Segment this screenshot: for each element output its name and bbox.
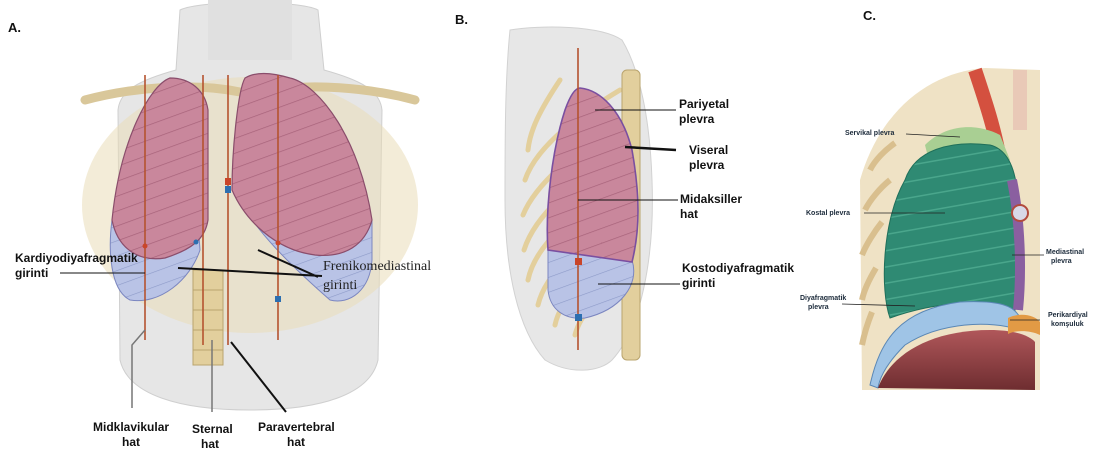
label-pariyetal-2: plevra (679, 112, 715, 126)
label-kosto-1: Kostodiyafragmatik (682, 261, 794, 275)
panel-a: A. (8, 0, 431, 451)
marker-blue (275, 296, 281, 302)
label-midaks-1: Midaksiller (680, 192, 742, 206)
label-diyaf-2: plevra (808, 304, 829, 311)
label-perik-2: komşuluk (1051, 321, 1084, 328)
marker-dot (276, 241, 281, 246)
marker-red-b (575, 258, 582, 265)
panel-a-letter: A. (8, 20, 21, 35)
panel-b-letter: B. (455, 12, 468, 27)
label-freniko-1: Frenikomediastinal (323, 259, 431, 274)
label-parav-1: Paravertebral (258, 420, 335, 434)
label-freniko-2: girinti (323, 278, 357, 293)
spine-a (193, 270, 223, 365)
panel-b: B. Pariyetal plevra V (455, 12, 794, 370)
bronchus-c (1012, 205, 1028, 221)
neck-a (208, 0, 292, 60)
marker-dot (194, 240, 199, 245)
label-midkla-2: hat (122, 435, 140, 449)
label-kardiyo-2: girinti (15, 266, 48, 280)
panel-c: C. Servikal p (800, 8, 1088, 390)
label-mediast-2: plevra (1051, 258, 1072, 265)
label-viseral-1: Viseral (689, 143, 728, 157)
label-diyaf-1: Diyafragmatik (800, 295, 846, 302)
label-servikal: Servikal plevra (845, 130, 895, 137)
label-kostal: Kostal plevra (806, 210, 850, 217)
label-midkla-1: Midklavikular (93, 420, 169, 434)
label-viseral-2: plevra (689, 158, 725, 172)
panel-c-letter: C. (863, 8, 876, 23)
label-parav-2: hat (287, 435, 305, 449)
label-sternal-1: Sternal (192, 422, 233, 436)
marker-dot (143, 244, 148, 249)
marker-blue-b (575, 314, 582, 321)
marker-red (225, 178, 231, 185)
marker-blue (225, 186, 231, 193)
label-pariyetal-1: Pariyetal (679, 97, 729, 111)
label-midaks-2: hat (680, 207, 698, 221)
label-perik-1: Perikardiyal (1048, 312, 1088, 319)
label-kardiyo-1: Kardiyodiyafragmatik (15, 251, 138, 265)
label-mediast-1: Mediastinal (1046, 249, 1084, 256)
label-kosto-2: girinti (682, 276, 715, 290)
label-sternal-2: hat (201, 437, 219, 451)
